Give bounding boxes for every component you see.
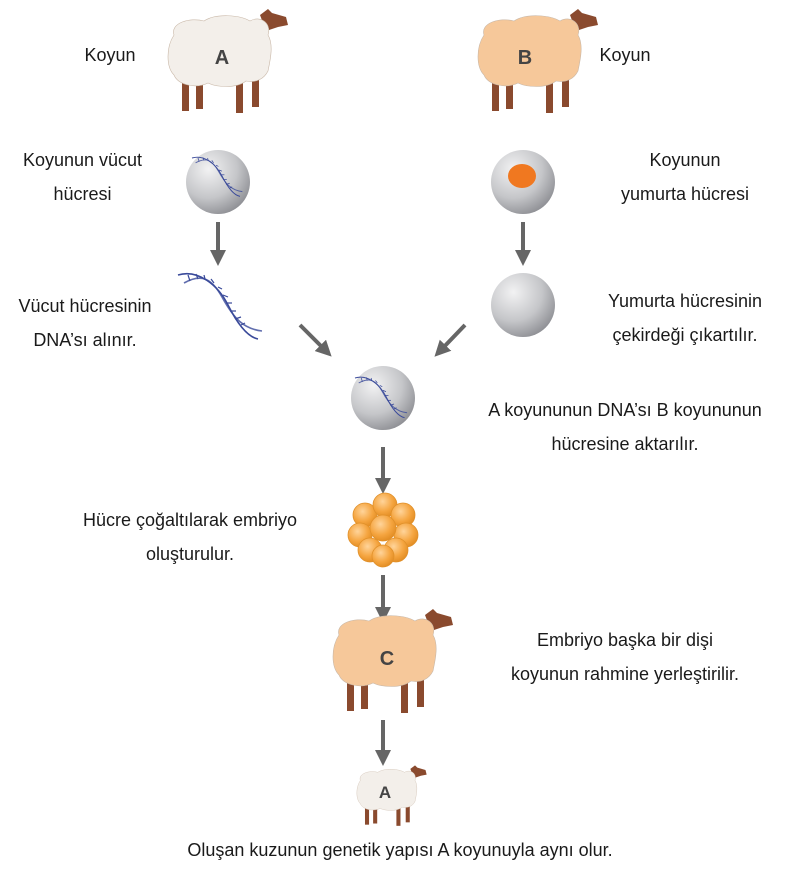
sheep-b-letter: B: [518, 47, 532, 69]
arrow-diagonal-icon: [298, 323, 332, 357]
label-line: koyunun rahmine yerleştirilir.: [510, 664, 740, 684]
egg-cell-label: Koyunun yumurta hücresi: [590, 143, 780, 211]
sheep-b-label: Koyun: [599, 45, 651, 65]
label-line: hücresine aktarılır.: [551, 434, 699, 454]
sheep-a-label: Koyun: [84, 45, 136, 65]
dna-transferred-cell-icon: [351, 366, 415, 430]
sheep-a-letter: A: [215, 47, 229, 69]
label-line: hücresi: [53, 184, 112, 204]
label-line: Hücre çoğaltılarak embriyo: [82, 510, 298, 530]
label-line: Koyunun: [649, 150, 721, 170]
label-line: yumurta hücresi: [620, 184, 750, 204]
label-line: A koyununun DNA’sı B koyununun: [488, 400, 762, 420]
lamb-letter: A: [379, 783, 391, 802]
nucleus-removed-label: Yumurta hücresinin çekirdeği çıkartılır.: [580, 284, 790, 352]
arrow-diagonal-icon: [434, 323, 467, 357]
implant-label: Embriyo başka bir dişi koyunun rahmine ye…: [470, 623, 780, 691]
body-cell-label: Koyunun vücut hücresi: [0, 143, 165, 211]
label-line: Vücut hücresinin: [18, 296, 152, 316]
egg-cell-icon: [491, 150, 555, 214]
dna-transfer-label: A koyununun DNA’sı B koyununun hücresine …: [455, 393, 795, 461]
embryo-label: Hücre çoğaltılarak embriyo oluşturulur.: [40, 503, 340, 571]
sheep-c-letter: C: [380, 648, 394, 670]
label-line: Koyunun vücut: [22, 150, 143, 170]
lamb-illustration: [356, 765, 427, 827]
embryo-icon: [347, 492, 419, 568]
label-line: çekirdeği çıkartılır.: [612, 325, 758, 345]
label-line: Embriyo başka bir dişi: [536, 630, 714, 650]
label-line: oluşturulur.: [145, 544, 235, 564]
body-cell-icon: [186, 150, 250, 214]
label-line: Yumurta hücresinin: [607, 291, 763, 311]
dna-strand-icon: [177, 272, 263, 340]
empty-egg-cell-icon: [491, 273, 555, 337]
label-line: DNA’sı alınır.: [33, 330, 137, 350]
result-label: Oluşan kuzunun genetik yapısı A koyunuyl…: [187, 840, 613, 860]
